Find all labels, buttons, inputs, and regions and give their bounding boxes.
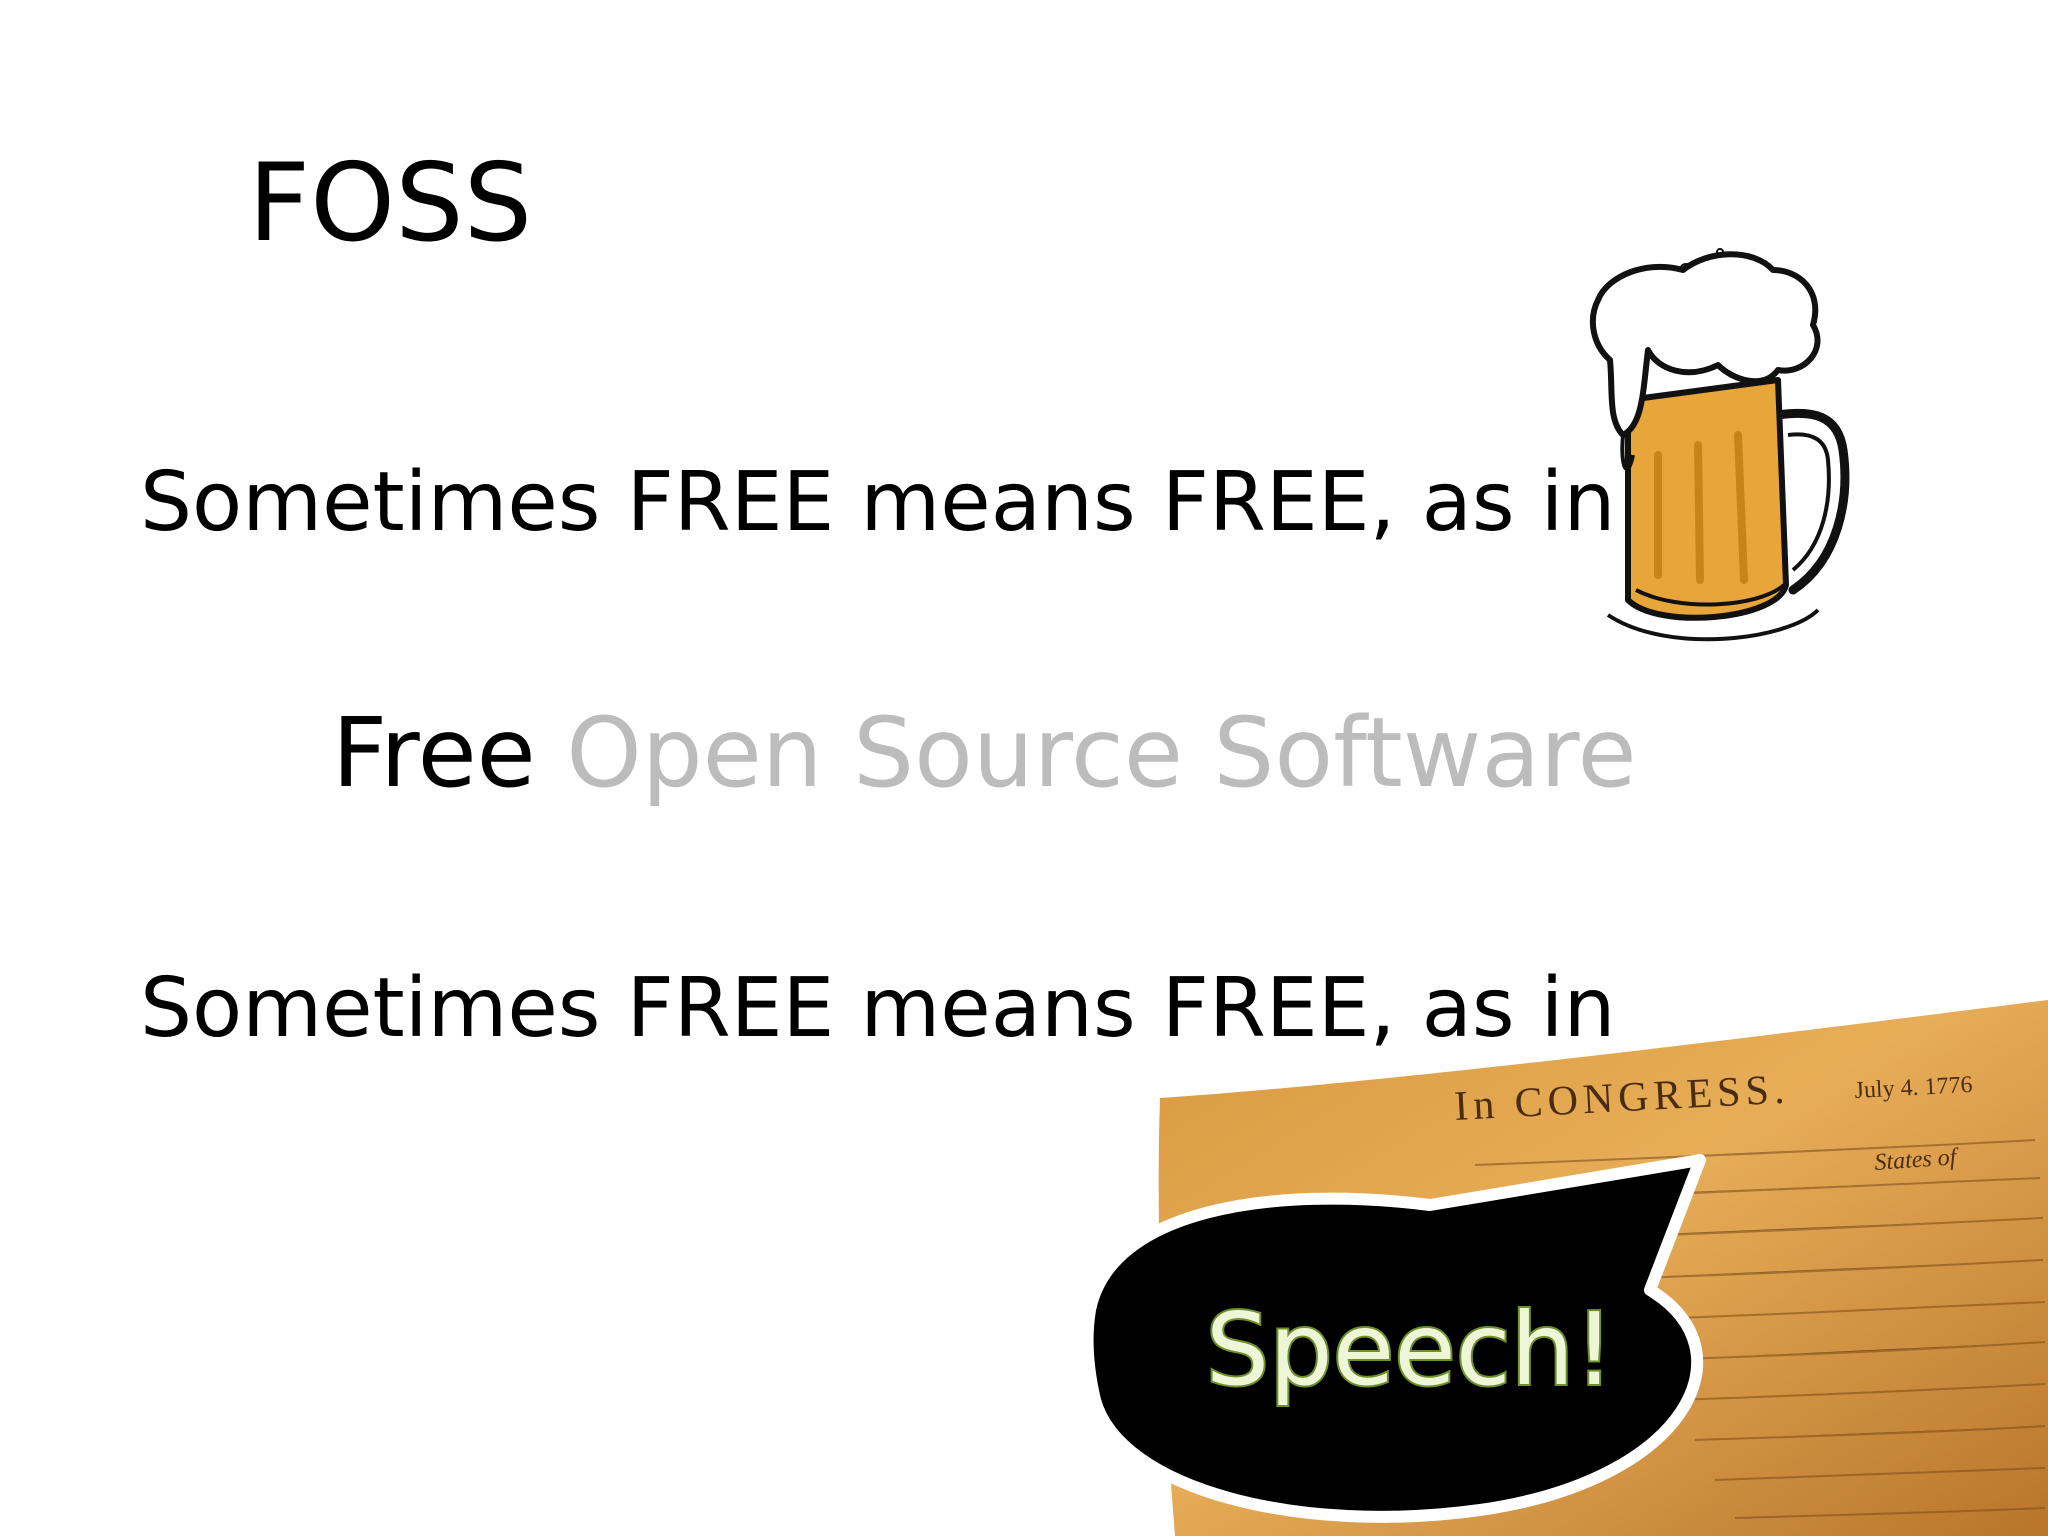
speech-line: Sometimes FREE means FREE, as in [140, 961, 1616, 1056]
beer-line: Sometimes FREE means FREE, as in [140, 455, 1616, 550]
foss-expansion: Free Open Source Software [332, 705, 1637, 801]
expansion-free-word: Free [332, 697, 536, 809]
speech-bubble-text: Speech! [1204, 1291, 1616, 1408]
beer-mug-icon [1589, 248, 1850, 642]
speech-bubble-icon [1081, 1154, 1706, 1523]
document-date: July 4. 1776 [1854, 1072, 1973, 1104]
expansion-rest: Open Source Software [566, 697, 1637, 809]
slide-title: FOSS [248, 141, 533, 266]
document-fragment: States of [1874, 1144, 1961, 1176]
